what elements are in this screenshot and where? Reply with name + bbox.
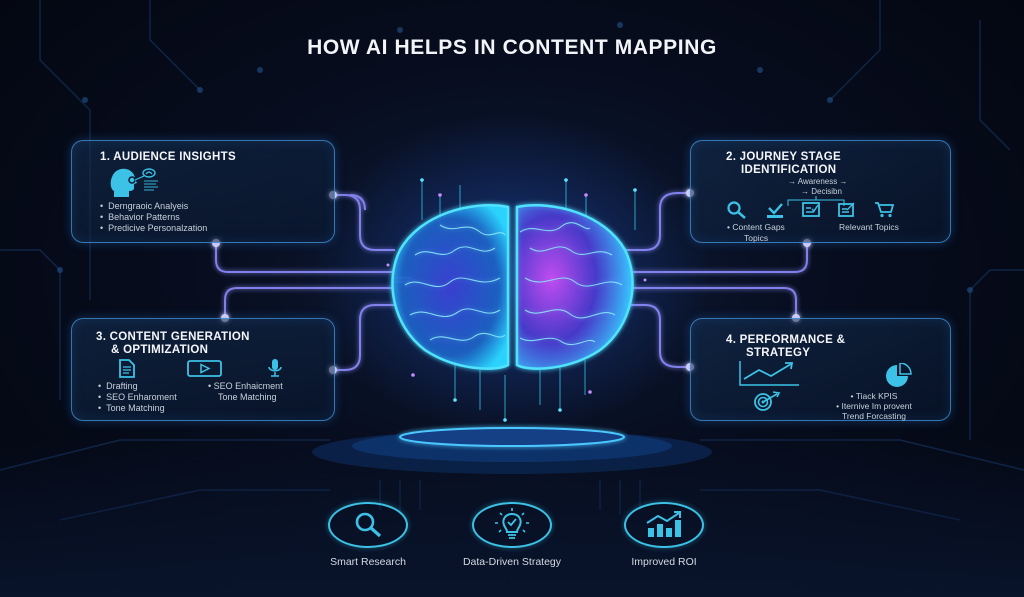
list-item: Behavior Patterns: [100, 212, 207, 223]
journey-stage-title: 2. JOURNEY STAGE IDENTIFICATION: [726, 151, 841, 176]
list-item: Derngraoic Analyeis: [100, 201, 207, 212]
document-icon: [119, 359, 135, 378]
relevant-topics: Relevant Topics: [839, 222, 899, 232]
performance-strategy-title: 4. PERFORMANCE & STRATEGY: [726, 334, 846, 359]
page-title: HOW AI HELPS IN CONTENT MAPPING: [307, 36, 717, 59]
list-item: • Iternive Im provent: [836, 401, 912, 411]
list-item: Drafting: [98, 381, 177, 392]
list-item: Tone Matching: [98, 403, 177, 414]
performance-strategy-panel: 4. PERFORMANCE & STRATEGY • Tiack KPIS •…: [690, 318, 951, 421]
check-tray-icon: [767, 203, 783, 218]
content-generation-title: 3. CONTENT GENERATION & OPTIMIZATION: [96, 331, 250, 356]
search-icon: [727, 201, 746, 219]
glowing-brain-icon: [391, 204, 634, 370]
target-icon: [754, 391, 781, 411]
audience-insights-title: 1. AUDIENCE INSIGHTS: [100, 151, 236, 163]
magnifier-icon: [328, 502, 408, 548]
edit-form-icon: [838, 202, 855, 217]
journey-flow: → Awareness → → Decisibn: [788, 177, 848, 196]
lightbulb-check-icon: [472, 502, 552, 548]
cart-icon: [875, 202, 894, 218]
list-item: • Tiack KPIS: [850, 391, 898, 401]
content-left-list: Drafting SEO Enharoment Tone Matching: [98, 381, 177, 414]
trend-chart-icon: [739, 361, 799, 386]
checked-form-icon: [802, 202, 820, 217]
person-analysis-icon: [110, 168, 158, 197]
audience-insights-panel: 1. AUDIENCE INSIGHTS Derngraoic Analyeis…: [71, 140, 335, 243]
content-gaps-topics: • Content Gaps Topics: [727, 222, 785, 243]
audience-insights-list: Derngraoic Analyeis Behavior Patterns Pr…: [100, 201, 207, 234]
benefit-label: Data-Driven Strategy: [462, 556, 562, 568]
microphone-icon: [268, 359, 282, 377]
benefit-improved-roi: Improved ROI: [584, 502, 744, 568]
journey-stage-panel: 2. JOURNEY STAGE IDENTIFICATION → Awaren…: [690, 140, 951, 243]
benefit-label: Smart Research: [330, 556, 406, 568]
pie-chart-icon: [886, 363, 912, 387]
list-item: SEO Enharoment: [98, 392, 177, 403]
journey-bracket: [787, 196, 845, 206]
growth-bar-chart-icon: [624, 502, 704, 548]
list-item: Trend Forcasting: [842, 411, 906, 421]
performance-list: • Tiack KPIS • Iternive Im provent Trend…: [819, 391, 929, 421]
journey-icons: [726, 201, 894, 219]
video-play-icon: [187, 360, 222, 377]
content-generation-panel: 3. CONTENT GENERATION & OPTIMIZATION Dra…: [71, 318, 335, 421]
content-right-list: • SEO Enhaicment Tone Matching: [208, 381, 283, 402]
benefit-data-driven-strategy: Data-Driven Strategy: [432, 502, 592, 568]
list-item: Predicive Personalzation: [100, 223, 207, 234]
benefit-smart-research: Smart Research: [288, 502, 448, 568]
benefit-label: Improved ROI: [631, 556, 697, 568]
hologram-platform: [312, 427, 712, 474]
